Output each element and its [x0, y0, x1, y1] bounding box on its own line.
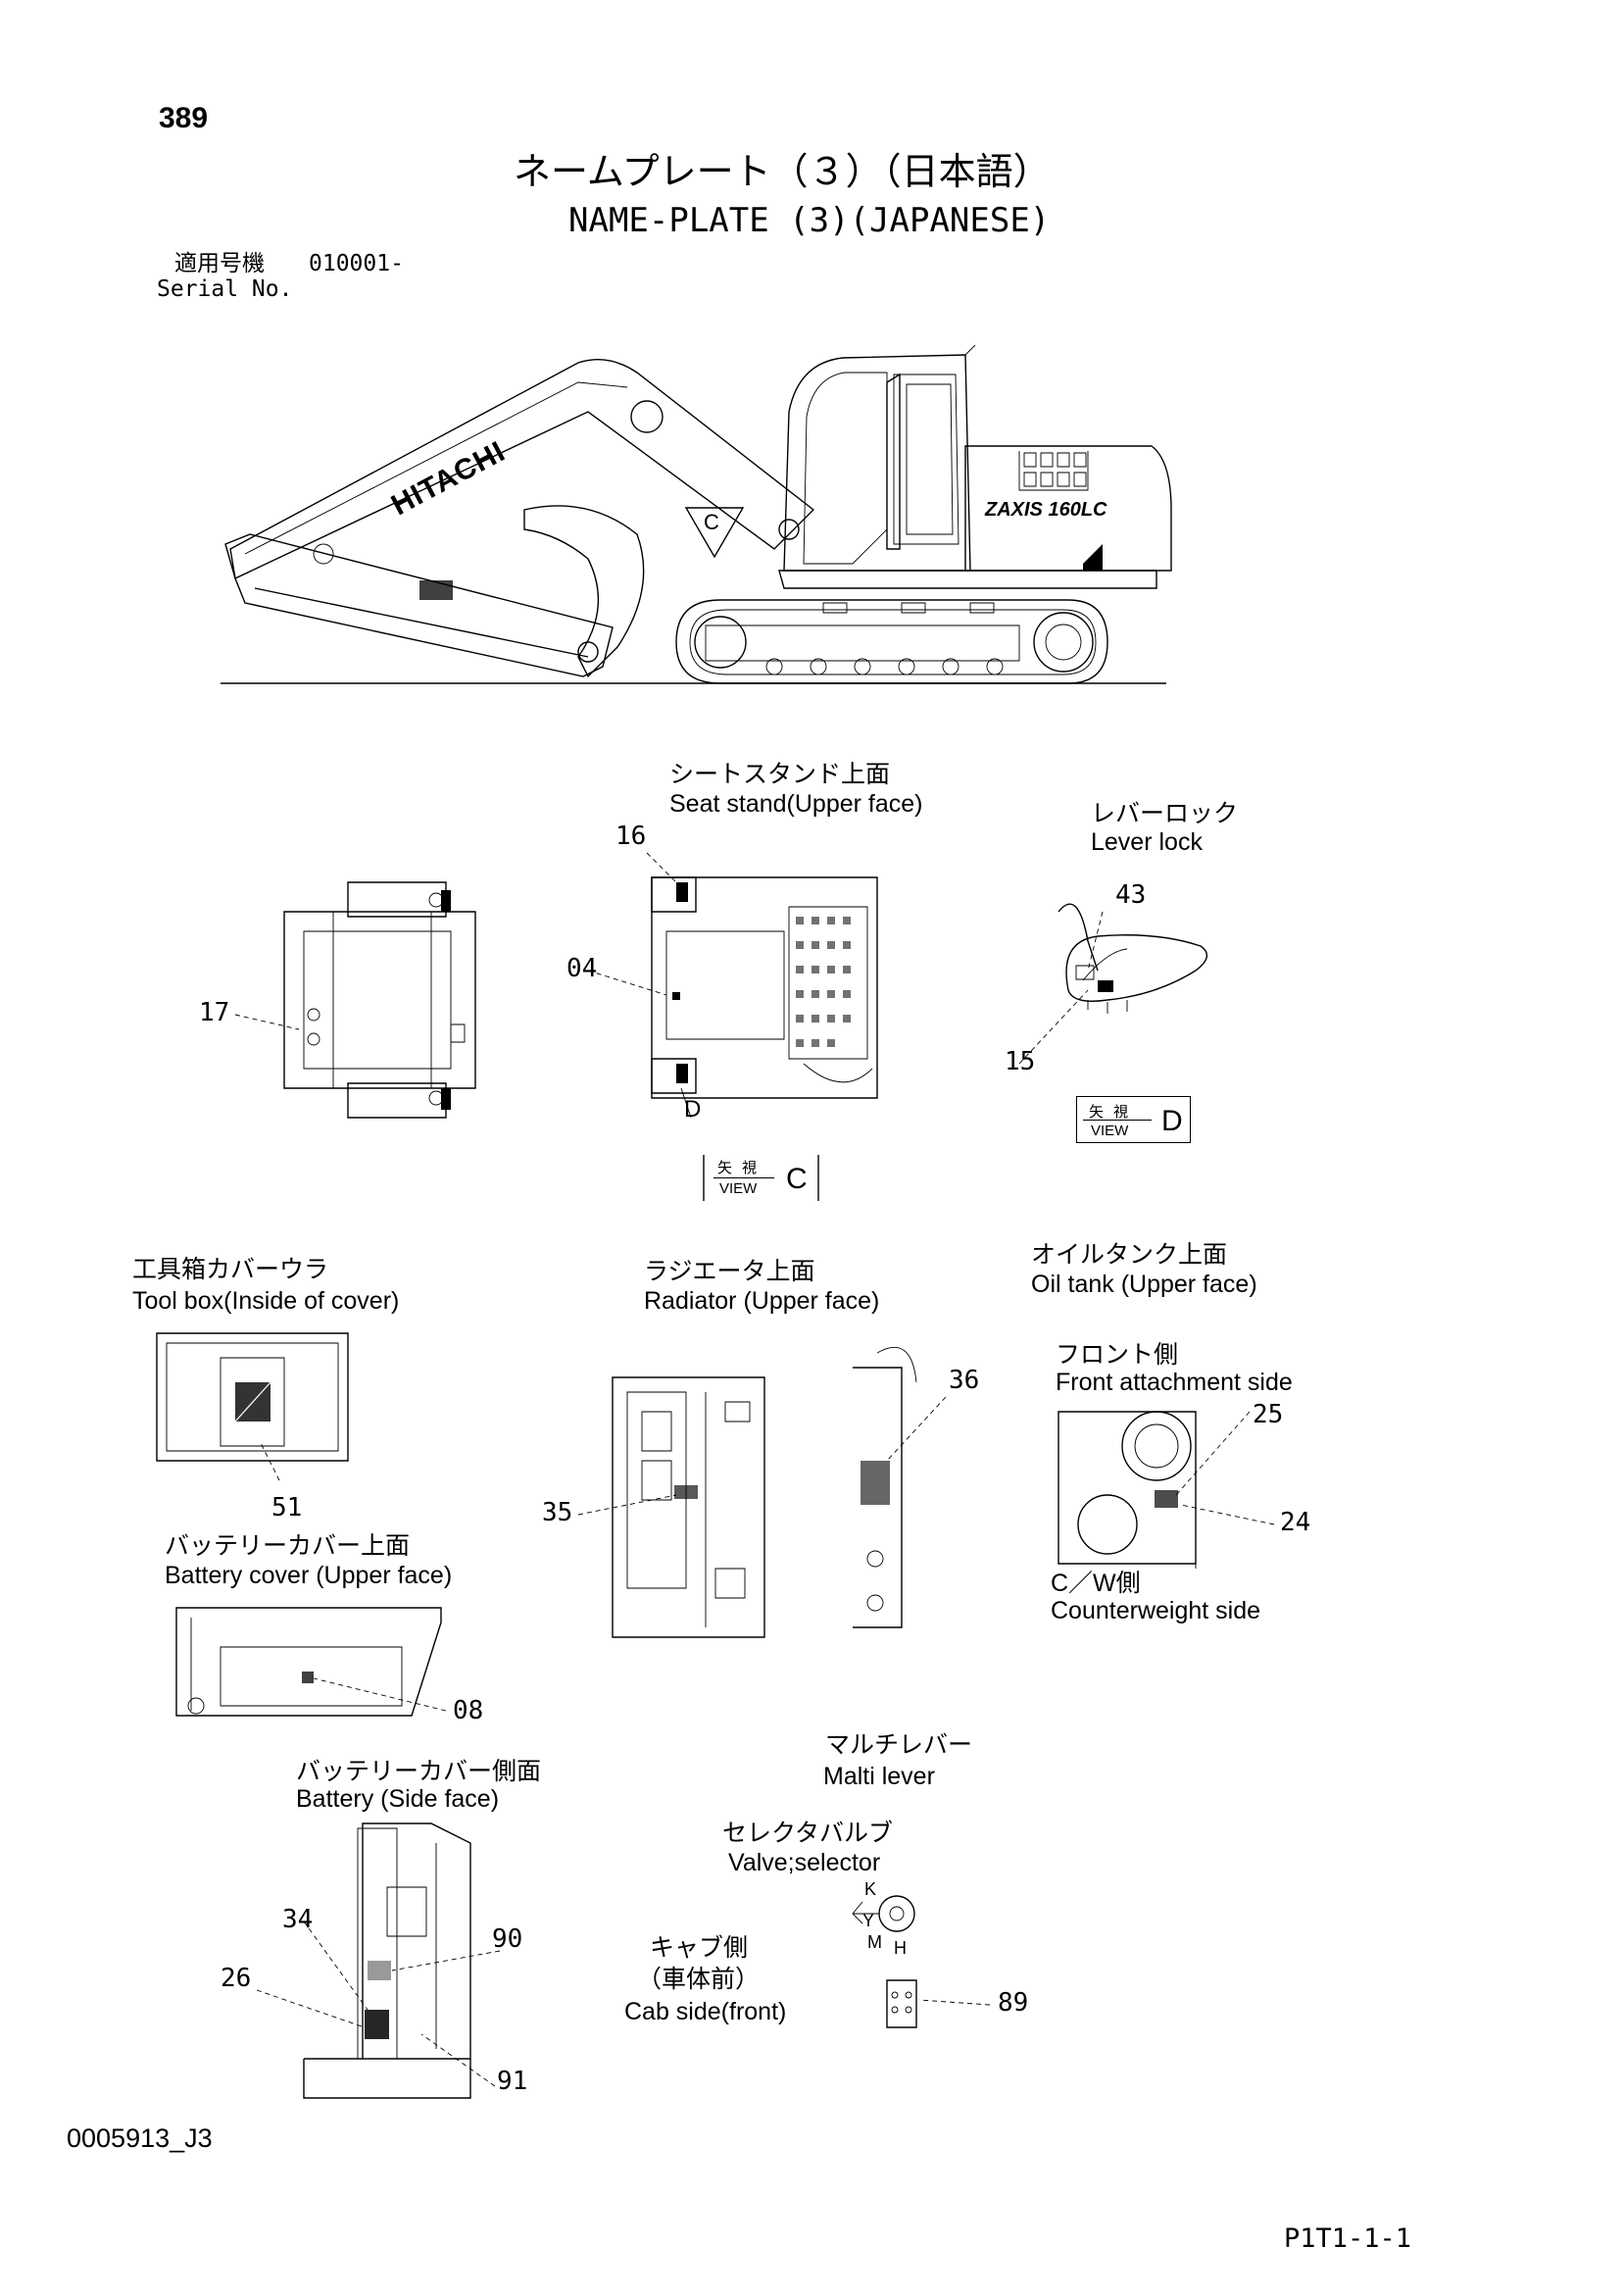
page-title-english: NAME-PLATE (3)(JAPANESE): [568, 201, 1051, 240]
battery-cover-upper-label-jp: バッテリーカバー上面: [165, 1532, 411, 1560]
cab-side-label-en: Cab side(front): [624, 1998, 787, 2025]
valve-selector-label-jp: セレクタバルブ: [722, 1820, 894, 1847]
leader-lines: [235, 853, 1274, 2086]
serial-value: 010001-: [309, 251, 404, 276]
view-d-letter: D: [1161, 1105, 1183, 1137]
callout-26: 26: [221, 1964, 252, 1993]
lever-lock-label-jp: レバーロック: [1091, 800, 1239, 827]
oil-tank-drawing: [1058, 1412, 1196, 1569]
callout-04: 04: [566, 954, 598, 983]
page-number: 389: [159, 102, 209, 134]
seat-stand-label-en: Seat stand(Upper face): [669, 790, 923, 818]
view-c-letter: C: [786, 1163, 808, 1195]
radiator-drawing: [613, 1347, 916, 1637]
view-d-en: VIEW: [1091, 1123, 1129, 1139]
callout-91: 91: [497, 2067, 528, 2096]
callout-90: 90: [492, 1924, 523, 1954]
multi-lever-label-en: Malti lever: [823, 1763, 935, 1790]
d-view-marker: D: [684, 1096, 702, 1123]
callout-36: 36: [949, 1366, 980, 1395]
valve-letter-y: Y: [862, 1911, 875, 1930]
tool-box-drawing: [157, 1333, 348, 1461]
valve-letter-h: H: [894, 1938, 907, 1958]
model-logo: ZAXIS 160LC: [985, 499, 1107, 521]
valve-selector-drawing: [853, 1896, 914, 1931]
oil-tank-label-en: Oil tank (Upper face): [1031, 1271, 1257, 1298]
radiator-label-en: Radiator (Upper face): [644, 1287, 880, 1315]
document-code: 0005913_J3: [67, 2123, 213, 2153]
callout-43: 43: [1115, 880, 1147, 910]
callout-08: 08: [453, 1696, 484, 1725]
cab-side-label-jp: キャブ側: [650, 1934, 749, 1962]
battery-side-label-jp: バッテリーカバー側面: [296, 1758, 542, 1785]
seat-stand-label-jp: シートスタンド上面: [669, 761, 891, 788]
battery-cover-upper-drawing: [176, 1608, 441, 1716]
view-d-box: 矢視 VIEW D: [1076, 1096, 1191, 1143]
page-title-japanese: ネームプレート（３）（日本語）: [514, 150, 1051, 193]
callout-25: 25: [1253, 1400, 1284, 1429]
cab-side-unit-drawing: [887, 1980, 916, 2027]
radiator-label-jp: ラジエータ上面: [644, 1258, 815, 1285]
cw-side-label-jp: C／W側: [1051, 1570, 1141, 1597]
callout-35: 35: [542, 1498, 573, 1527]
callout-16: 16: [615, 822, 647, 851]
page-reference: P1T1-1-1: [1284, 2223, 1412, 2254]
seat-stand-left-drawing: [284, 882, 475, 1118]
front-side-label-en: Front attachment side: [1056, 1369, 1293, 1396]
battery-side-label-en: Battery (Side face): [296, 1785, 500, 1813]
view-c-marker: C: [704, 510, 719, 534]
valve-letter-m: M: [867, 1932, 882, 1952]
view-d-kanji: 矢視: [1089, 1103, 1139, 1121]
battery-cover-upper-label-en: Battery cover (Upper face): [165, 1562, 453, 1589]
front-side-label-jp: フロント側: [1056, 1341, 1179, 1369]
valve-selector-label-en: Valve;selector: [728, 1849, 881, 1876]
callout-51: 51: [271, 1493, 303, 1522]
cw-side-label-en: Counterweight side: [1051, 1597, 1261, 1624]
callout-17: 17: [199, 998, 230, 1027]
serial-label-japanese: 適用号機: [174, 251, 265, 276]
lever-lock-drawing: [1058, 904, 1206, 1014]
valve-letter-k: K: [864, 1879, 877, 1899]
oil-tank-label-jp: オイルタンク上面: [1031, 1241, 1228, 1269]
tool-box-label-jp: 工具箱カバーウラ: [132, 1256, 329, 1283]
cab-side-label-jp-sub: （車体前）: [637, 1966, 761, 1993]
multi-lever-label-jp: マルチレバー: [825, 1731, 973, 1759]
lever-lock-label-en: Lever lock: [1091, 828, 1203, 856]
view-c-en: VIEW: [719, 1180, 758, 1197]
callout-34: 34: [282, 1905, 314, 1934]
view-c-box: 矢視 VIEW C: [706, 1157, 815, 1200]
callout-89: 89: [998, 1988, 1029, 2018]
view-c-kanji: 矢視: [717, 1159, 767, 1176]
seat-stand-center-drawing: [652, 877, 877, 1118]
callout-15: 15: [1005, 1047, 1036, 1076]
excavator-drawing: [221, 345, 1171, 683]
battery-side-drawing: [304, 1823, 470, 2098]
callout-24: 24: [1280, 1508, 1311, 1537]
serial-label-english: Serial No.: [157, 276, 293, 302]
tool-box-label-en: Tool box(Inside of cover): [132, 1287, 400, 1315]
